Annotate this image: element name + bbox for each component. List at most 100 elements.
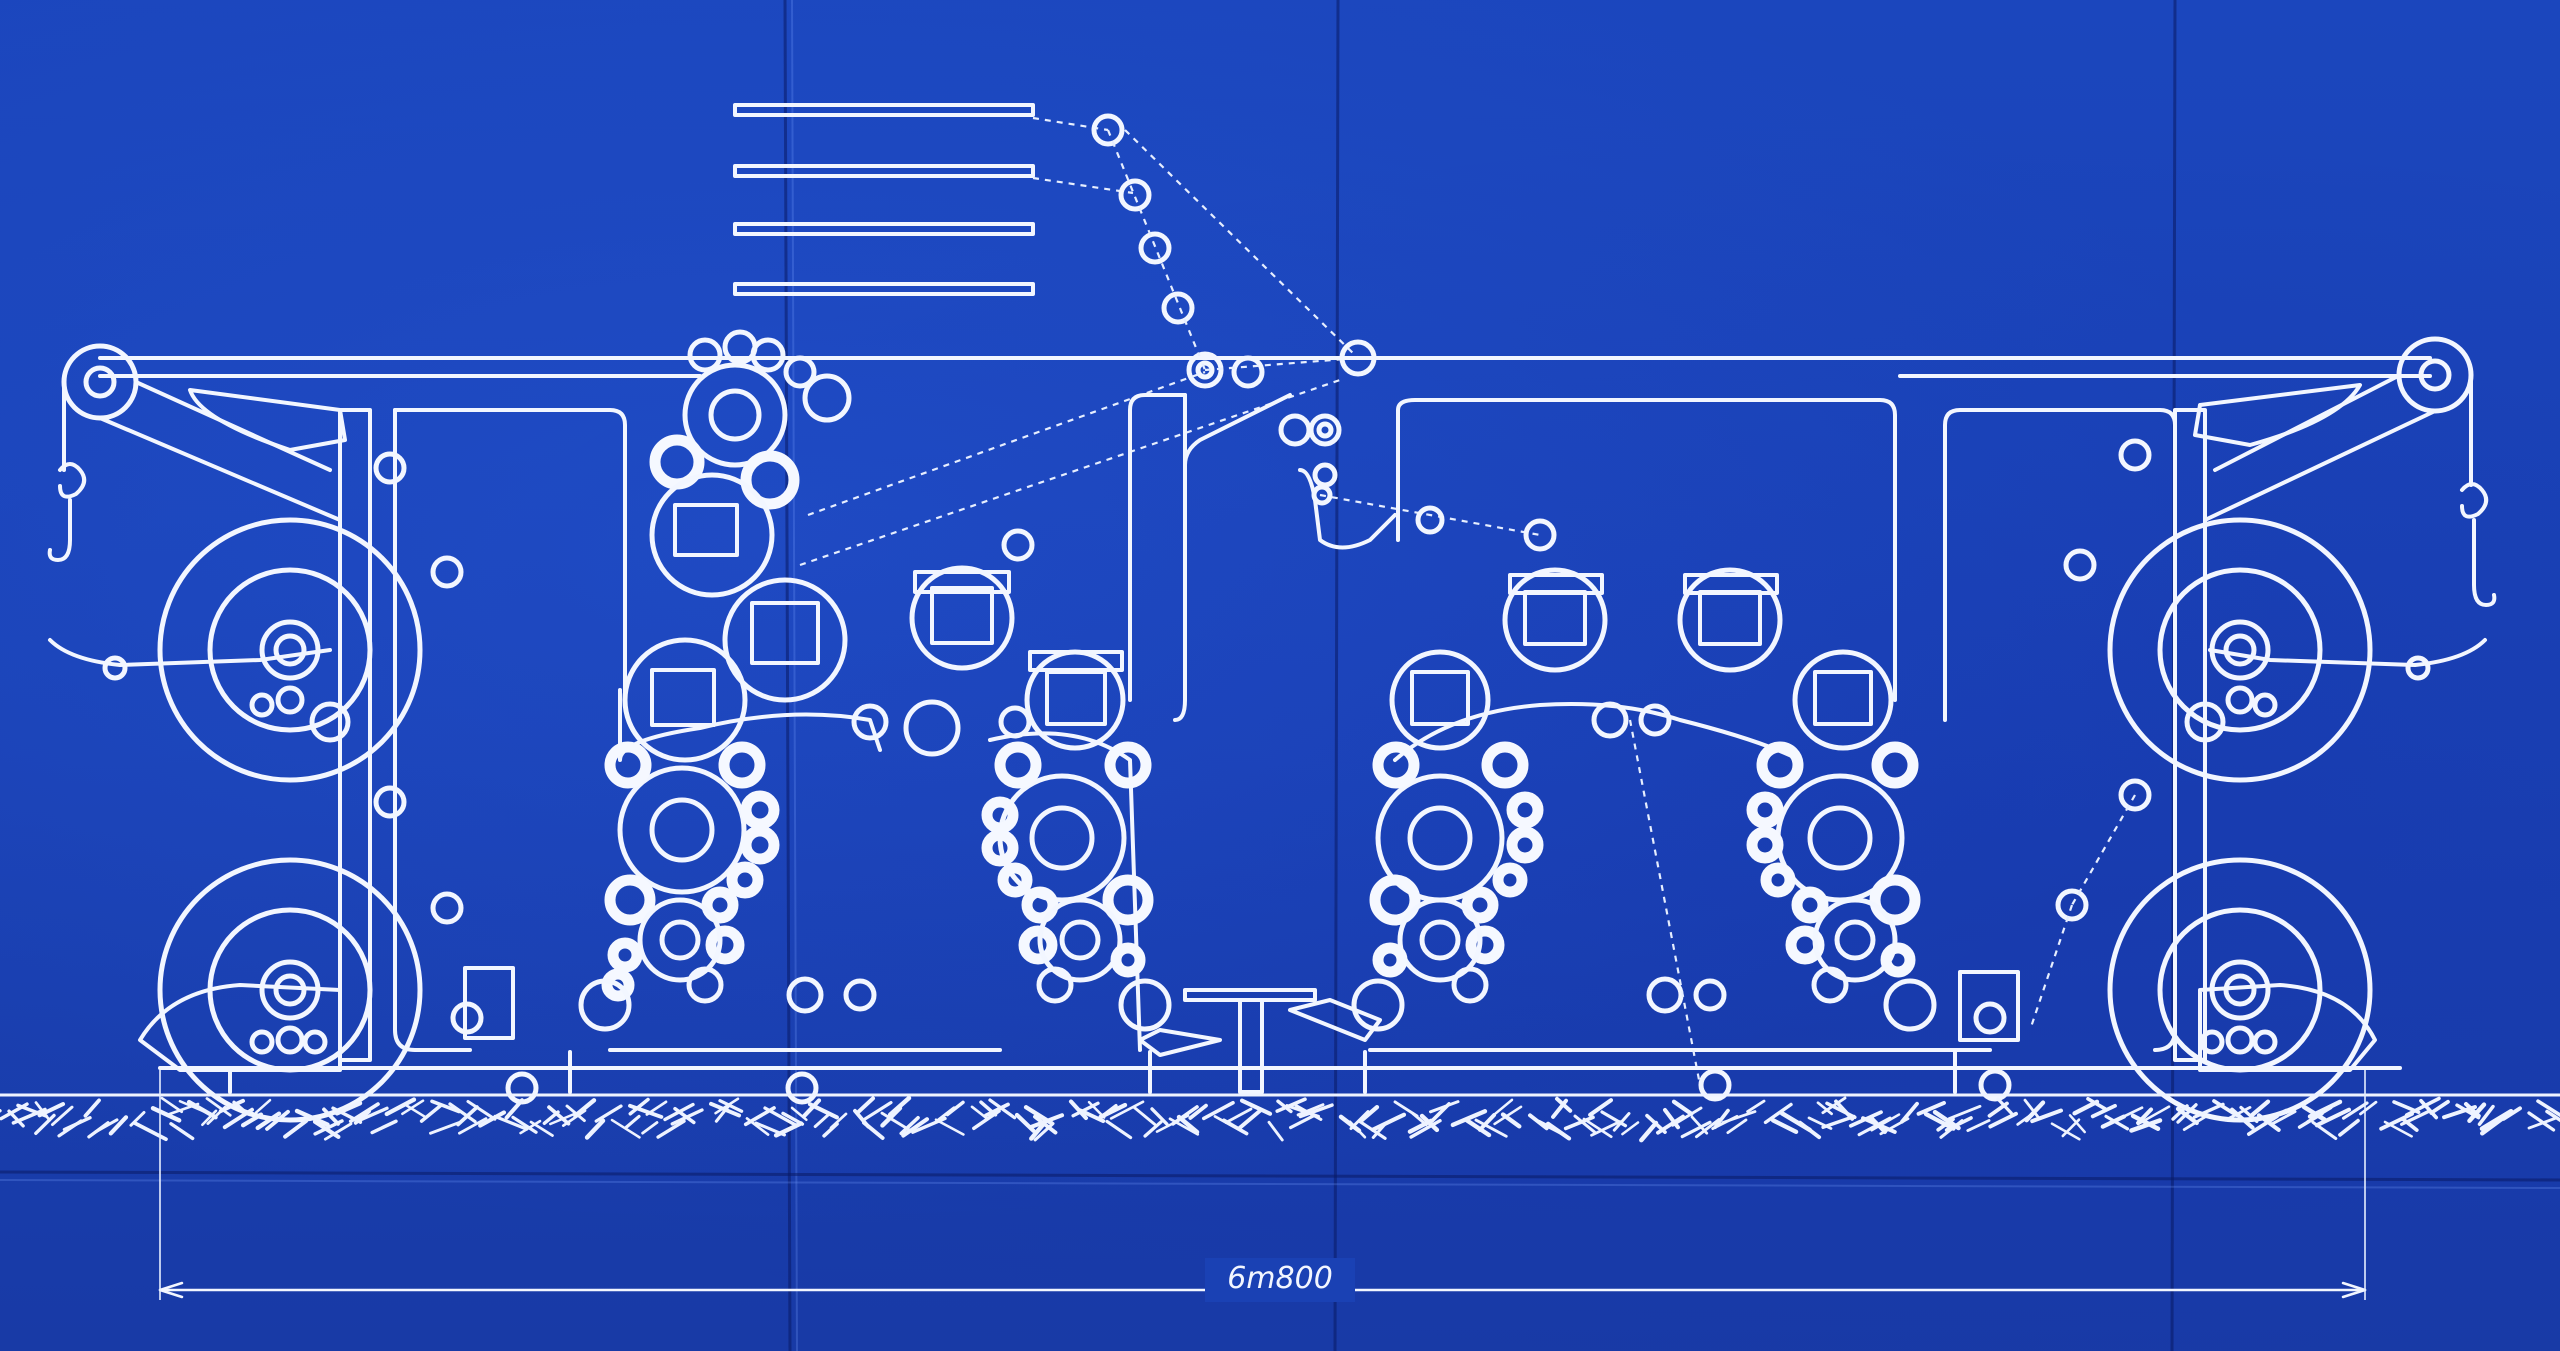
ground-hatch-stroke bbox=[1348, 1120, 1367, 1139]
ground-hatch-stroke bbox=[429, 1121, 461, 1135]
ground-hatch-stroke bbox=[2338, 1118, 2360, 1137]
ground-hatch-stroke bbox=[62, 1116, 92, 1132]
ground-hatch-stroke bbox=[2527, 1111, 2556, 1132]
ground-hatch-stroke bbox=[2429, 1099, 2450, 1115]
ground-hatch-stroke bbox=[384, 1097, 417, 1117]
ground-hatch-stroke bbox=[50, 1105, 74, 1127]
ground-hatch-stroke bbox=[1770, 1118, 1799, 1135]
ground-hatch-stroke bbox=[1150, 1107, 1169, 1126]
ground-hatch-stroke bbox=[2419, 1098, 2439, 1120]
ground-hatch-stroke bbox=[419, 1103, 443, 1123]
ground-hatch-stroke bbox=[458, 1117, 488, 1135]
ground-hatch-stroke bbox=[1870, 1113, 1901, 1132]
ground-hatch-stroke bbox=[356, 1106, 389, 1123]
ground-hatch-stroke bbox=[2341, 1101, 2369, 1120]
ground-hatch-stroke bbox=[2072, 1099, 2100, 1116]
ground-hatch-stroke bbox=[801, 1098, 822, 1119]
ground-hatch-stroke bbox=[1573, 1114, 1597, 1134]
ground-hatch-stroke bbox=[160, 1096, 184, 1114]
ground-hatch-stroke bbox=[167, 1102, 200, 1116]
ground-hatch-stroke bbox=[2536, 1099, 2560, 1118]
ground-hatch-stroke bbox=[493, 1114, 529, 1131]
ground-hatch-stroke bbox=[1612, 1112, 1631, 1132]
ground-hatch-stroke bbox=[573, 1098, 597, 1118]
ground-hatch-stroke bbox=[2104, 1114, 2130, 1131]
left-ink-tower bbox=[622, 329, 1341, 763]
ground-hatch-stroke bbox=[1563, 1115, 1595, 1131]
ground-hatch-stroke bbox=[1409, 1118, 1442, 1139]
ground-hatch-stroke bbox=[624, 1114, 641, 1129]
ground-hatch-stroke bbox=[0, 1102, 29, 1121]
ground-hatch-stroke bbox=[2024, 1100, 2046, 1123]
ground-hatch-stroke bbox=[887, 1095, 912, 1117]
ground-hatch-stroke bbox=[1477, 1113, 1497, 1132]
ground-hatch-stroke bbox=[2479, 1108, 2514, 1131]
ground-hatch-stroke bbox=[2527, 1116, 2558, 1130]
ground-hatch-stroke bbox=[1582, 1117, 1613, 1139]
ground-hatch-stroke bbox=[456, 1105, 479, 1127]
ground-hatch-stroke bbox=[370, 1119, 398, 1135]
ground-hatch-stroke bbox=[1224, 1107, 1253, 1124]
ground-hatching bbox=[0, 1093, 2560, 1143]
ground-hatch-stroke bbox=[93, 1118, 119, 1134]
ground-hatch-stroke bbox=[1239, 1098, 1273, 1116]
ground-hatch-stroke bbox=[2501, 1106, 2522, 1121]
ground-hatch-stroke bbox=[1450, 1109, 1488, 1128]
ground-hatch-stroke bbox=[899, 1115, 920, 1136]
ground-hatch-stroke bbox=[2545, 1109, 2560, 1123]
ground-hatch-stroke bbox=[1429, 1100, 1460, 1114]
ground-hatch-stroke bbox=[2068, 1114, 2087, 1134]
ground-hatch-stroke bbox=[714, 1097, 740, 1115]
ground-hatch-stroke bbox=[983, 1102, 1010, 1118]
ground-hatch-stroke bbox=[1493, 1105, 1523, 1126]
ground-hatch-stroke bbox=[1289, 1113, 1316, 1130]
ground-hatch-stroke bbox=[743, 1106, 776, 1127]
ground-hatch-stroke bbox=[240, 1112, 264, 1128]
ground-hatch-stroke bbox=[2314, 1107, 2352, 1128]
ground-hatch-stroke bbox=[334, 1100, 363, 1116]
ground-hatch-stroke bbox=[1551, 1098, 1569, 1119]
ground-hatch-stroke bbox=[1656, 1114, 1685, 1135]
ground-hatch-stroke bbox=[1639, 1120, 1659, 1143]
ground-hatch-stroke bbox=[1671, 1099, 1694, 1116]
ground-hatch-stroke bbox=[641, 1121, 659, 1135]
feed-boards bbox=[733, 103, 1134, 296]
ground-hatch-stroke bbox=[129, 1110, 146, 1127]
ground-hatch-stroke bbox=[628, 1097, 650, 1116]
ground-hatch-stroke bbox=[2269, 1110, 2297, 1127]
right-drive-frame bbox=[1943, 408, 2177, 1052]
ground-hatch-stroke bbox=[2229, 1107, 2255, 1130]
ground-hatch-stroke bbox=[1746, 1099, 1766, 1114]
ground-hatch-stroke bbox=[2307, 1099, 2343, 1119]
ground-hatch-stroke bbox=[1944, 1116, 1973, 1132]
left-drive-frame bbox=[393, 408, 627, 1052]
ground-hatch-stroke bbox=[1987, 1101, 2009, 1118]
ground-hatch-stroke bbox=[1201, 1100, 1235, 1121]
ground-hatch-stroke bbox=[519, 1119, 542, 1135]
ground-hatch-stroke bbox=[478, 1110, 507, 1128]
ground-hatch-stroke bbox=[1726, 1118, 1748, 1135]
ground-hatch-stroke bbox=[718, 1099, 744, 1113]
ground-hatch-stroke bbox=[403, 1103, 427, 1119]
ground-hatch-stroke bbox=[1029, 1113, 1065, 1130]
ground-hatch-stroke bbox=[2359, 1100, 2378, 1116]
ground-hatch-stroke bbox=[1267, 1120, 1284, 1142]
right-print-unit-1 bbox=[1351, 398, 1897, 1032]
ground-hatch-stroke bbox=[1029, 1121, 1047, 1141]
ground-hatch-stroke bbox=[584, 1118, 606, 1140]
left-end-assembly bbox=[47, 343, 423, 1123]
ground-hatch-stroke bbox=[1621, 1121, 1640, 1136]
ground-hatch-stroke bbox=[862, 1120, 885, 1140]
ground-hatch-stroke bbox=[11, 1107, 47, 1125]
left-print-unit-2 bbox=[909, 393, 1187, 1052]
feed-roller-chain bbox=[1091, 113, 1377, 389]
ground-hatch-stroke bbox=[1816, 1101, 1833, 1116]
ground-hatch-stroke bbox=[2129, 1118, 2163, 1133]
ground-hatch-stroke bbox=[2136, 1107, 2154, 1125]
ground-hatch-stroke bbox=[1098, 1102, 1128, 1120]
ground-hatch-stroke bbox=[1143, 1120, 1163, 1138]
ground-hatch-stroke bbox=[2130, 1113, 2161, 1131]
ground-hatch-stroke bbox=[1680, 1120, 1712, 1139]
ground-hatch-stroke bbox=[2176, 1103, 2198, 1124]
